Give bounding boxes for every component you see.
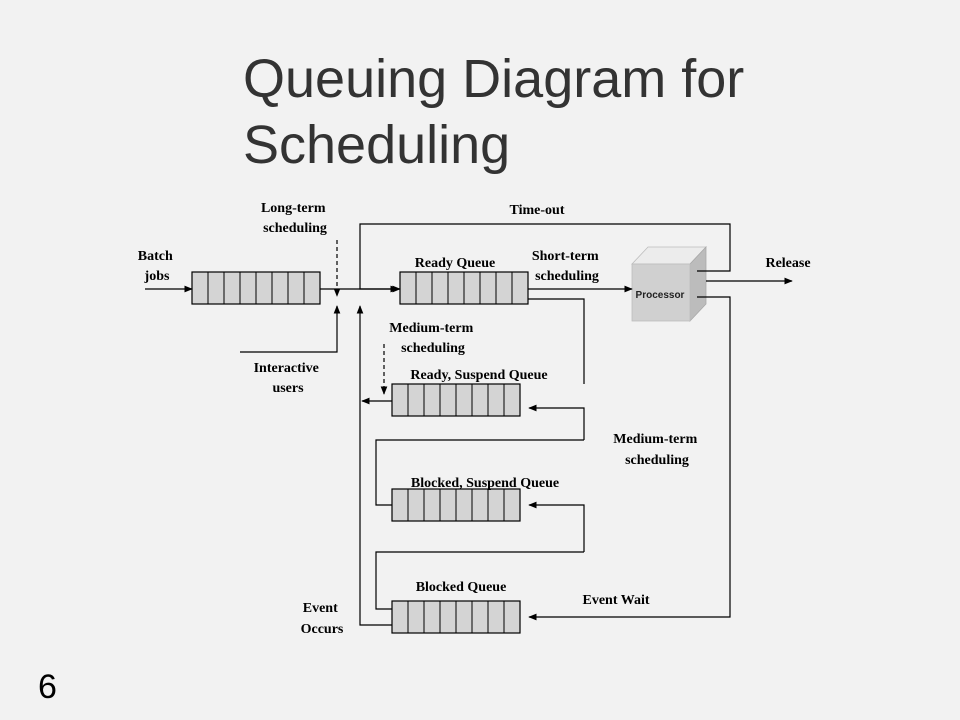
ready-queue-label: Ready Queue (415, 256, 496, 271)
blocked-suspend-queue-label: Blocked, Suspend Queue (411, 476, 559, 491)
interactive-users-label: Interactive users (254, 361, 323, 396)
ready-to-suspend-line (528, 298, 585, 384)
processor-cube (631, 245, 707, 323)
ready-suspend-queue-label: Ready, Suspend Queue (410, 368, 547, 383)
ready-queue (399, 271, 529, 305)
short-term-scheduling-label: Short-term scheduling (532, 249, 602, 284)
event-occurs-label: Event Occurs (301, 601, 344, 637)
long-term-scheduling-label: Long-term scheduling (261, 201, 329, 236)
ready-suspend-return-arrow (528, 404, 585, 440)
slide-number: 6 (38, 668, 57, 706)
release-label: Release (765, 256, 810, 271)
event-wait-label: Event Wait (582, 593, 649, 608)
event-occurs-arrow (356, 305, 392, 626)
processor-label: Processor (636, 290, 685, 301)
time-out-arrow (359, 223, 731, 293)
blocked-queue-label: Blocked Queue (416, 580, 507, 595)
blocked-suspend-queue (391, 488, 521, 522)
ready-suspend-queue (391, 383, 521, 417)
slide-title: Queuing Diagram for Scheduling (243, 49, 745, 175)
blocked-suspend-return-arrow (528, 501, 585, 552)
interactive-users-arrow (240, 305, 341, 353)
blocked-suspend-to-ready-suspend-line (375, 439, 584, 506)
blocked-to-blocked-suspend-line (375, 551, 584, 610)
time-out-label: Time-out (510, 203, 565, 218)
batch-queue (191, 271, 321, 305)
batch-jobs-label: Batch jobs (138, 249, 177, 284)
medium-term-scheduling-left-label: Medium-term scheduling (389, 321, 476, 356)
event-wait-arrow (528, 296, 731, 621)
blocked-queue (391, 600, 521, 634)
medium-term-scheduling-right-label: Medium-term scheduling (613, 432, 700, 468)
